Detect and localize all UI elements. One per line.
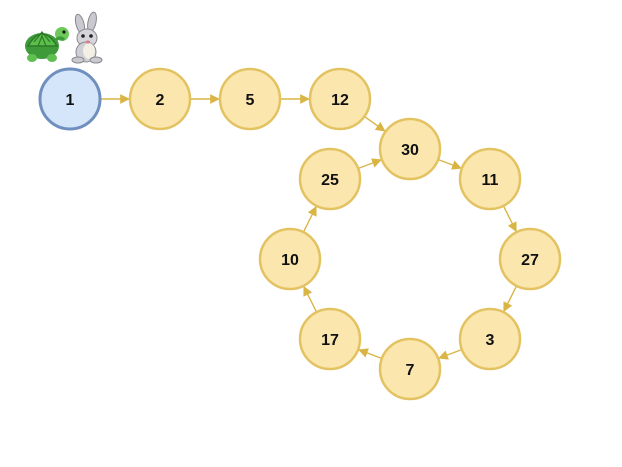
node-label: 11	[482, 172, 499, 189]
list-node-10: 10	[258, 227, 322, 291]
tortoise-icon	[25, 27, 69, 62]
node-label: 30	[401, 142, 419, 159]
node-circle	[458, 147, 522, 211]
node-label: 17	[321, 332, 339, 349]
node-circle	[458, 307, 522, 371]
list-node-30: 30	[378, 117, 442, 181]
edge-arrow-n17-n10	[303, 285, 317, 312]
node-label: 10	[281, 252, 299, 269]
rabbit-icon	[71, 11, 103, 64]
edge-arrow-n10-n25	[303, 205, 317, 232]
node-label: 3	[486, 332, 495, 349]
node-circle	[308, 67, 372, 131]
edges	[101, 94, 517, 360]
node-label: 27	[521, 252, 539, 269]
edge-arrow-n30-n11	[438, 159, 462, 170]
list-node-1: 1	[38, 67, 102, 131]
edge-arrow-n12-n30	[364, 116, 386, 132]
node-label: 25	[321, 172, 339, 189]
edge-arrow-n27-n3	[503, 286, 517, 313]
node-label: 1	[66, 92, 75, 109]
list-node-11: 11	[458, 147, 522, 211]
list-node-7: 7	[378, 337, 442, 401]
node-circle	[218, 67, 282, 131]
node-label: 7	[406, 362, 415, 379]
head-node-circle	[38, 67, 102, 131]
edge-arrow-n25-n30	[358, 158, 382, 169]
list-node-3: 3	[458, 307, 522, 371]
list-node-5: 5	[218, 67, 282, 131]
node-circle	[298, 147, 362, 211]
list-node-17: 17	[298, 307, 362, 371]
list-node-2: 2	[128, 67, 192, 131]
node-label: 5	[246, 92, 255, 109]
node-label: 12	[331, 92, 349, 109]
edge-arrow-n11-n27	[503, 206, 517, 233]
list-node-12: 12	[308, 67, 372, 131]
list-node-25: 25	[298, 147, 362, 211]
node-circle	[258, 227, 322, 291]
node-circle	[298, 307, 362, 371]
node-circle	[378, 337, 442, 401]
node-circle	[498, 227, 562, 291]
node-circle	[378, 117, 442, 181]
edge-arrow-n3-n7	[438, 349, 462, 360]
edge-arrow-n7-n17	[358, 348, 382, 359]
node-label: 2	[156, 92, 165, 109]
list-node-27: 27	[498, 227, 562, 291]
node-circle	[128, 67, 192, 131]
